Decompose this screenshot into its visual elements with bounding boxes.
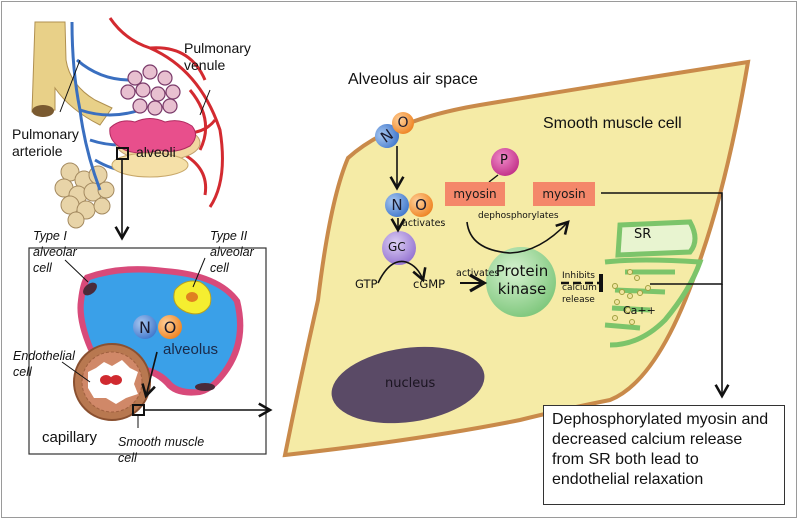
alveoli-cluster bbox=[109, 118, 201, 178]
dephosphorylation-arrow bbox=[466, 220, 570, 254]
type2-alveolar-cell-label: Type II alveolar cell bbox=[210, 229, 254, 275]
calcium-ions bbox=[612, 269, 651, 325]
protein-kinase bbox=[486, 247, 556, 317]
capillary-label: capillary bbox=[42, 429, 98, 446]
nitrogen-atom: N bbox=[133, 315, 157, 339]
red-blood-cell bbox=[110, 375, 122, 385]
lung-illustration bbox=[31, 17, 224, 241]
myosin-phosphorylated: myosin bbox=[445, 182, 505, 206]
cell-title-label: Smooth muscle cell bbox=[543, 115, 682, 132]
result-text: Dephosphorylated myosin and decreased ca… bbox=[552, 411, 769, 488]
guanylate-cyclase bbox=[382, 231, 416, 265]
nucleus bbox=[331, 346, 485, 424]
gtp-cgmp-arrow bbox=[377, 260, 427, 284]
sarcoplasmic-reticulum bbox=[604, 219, 704, 348]
gc-label: GC bbox=[388, 240, 406, 254]
phosphate-label: P bbox=[500, 153, 508, 168]
pulmonary-arteriole-label: Pulmonary arteriole bbox=[12, 126, 79, 160]
oxygen-atom-inside: O bbox=[409, 193, 433, 217]
result-box: Dephosphorylated myosin and decreased ca… bbox=[543, 405, 785, 505]
bronchiole-end bbox=[32, 105, 54, 117]
calcium-label: Ca++ bbox=[623, 304, 656, 317]
nucleus-label: nucleus bbox=[385, 376, 436, 391]
capillary-network bbox=[120, 64, 181, 116]
type1-cell-nucleus bbox=[83, 282, 97, 296]
phosphate-group bbox=[491, 148, 519, 176]
result-connector bbox=[601, 192, 723, 285]
type1-alveolar-cell-label: Type I alveolar cell bbox=[33, 229, 77, 275]
activates-pk-label: activates bbox=[456, 268, 500, 279]
red-blood-cell bbox=[100, 375, 112, 385]
myosin-dephosphorylated: myosin bbox=[533, 182, 595, 206]
air-space-label: Alveolus air space bbox=[348, 71, 478, 88]
endothelial-cell-label: Endothelial cell bbox=[13, 349, 75, 379]
alveoli-label: alveoli bbox=[136, 144, 176, 160]
type2-cell-nucleus bbox=[186, 292, 198, 302]
nitrogen-atom-inside: N bbox=[385, 193, 409, 217]
cgmp-label: cGMP bbox=[413, 277, 446, 291]
gtp-label: GTP bbox=[355, 277, 378, 291]
sr-label: SR bbox=[634, 227, 652, 242]
inhibits-calcium-release-label: Inhibits calcium release bbox=[562, 271, 597, 305]
alveolus-panel-frame bbox=[28, 247, 267, 455]
oxygen-atom: O bbox=[158, 315, 182, 339]
alveolus-label: alveolus bbox=[163, 341, 219, 358]
oxygen-atom-outside: O bbox=[392, 112, 414, 134]
dephosphorylates-label: dephosphorylates bbox=[478, 211, 559, 221]
activates-gc-label: activates bbox=[402, 218, 446, 229]
smooth-muscle-cell-label: Smooth muscle cell bbox=[118, 435, 205, 465]
lower-cell-nucleus bbox=[195, 383, 215, 391]
alveolar-sac-cluster bbox=[54, 162, 115, 229]
venule-vessel bbox=[108, 17, 224, 208]
protein-kinase-label: Protein kinase bbox=[495, 262, 549, 298]
pulmonary-venule-label: Pulmonary venule bbox=[184, 40, 251, 73]
bronchiole bbox=[31, 21, 113, 126]
